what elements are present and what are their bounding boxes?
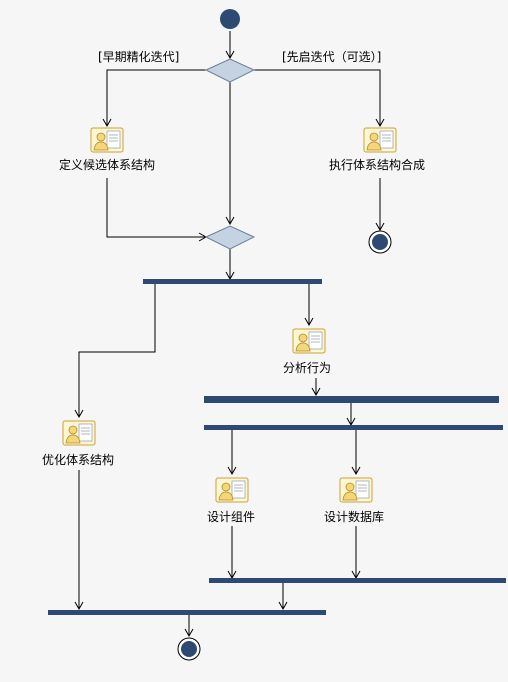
activity-label-components: 设计组件 — [207, 510, 255, 524]
guard-early-iteration: [早期精化迭代] — [98, 50, 179, 64]
activity-icon[interactable] — [62, 420, 96, 446]
activity-icon[interactable] — [292, 328, 326, 354]
edge-decision-to-define — [102, 69, 206, 128]
edge-decision-to-synthesis — [254, 69, 385, 128]
join-bar-analyze[interactable] — [204, 396, 499, 403]
decision-node[interactable] — [204, 58, 256, 83]
edge-fork-to-refine — [74, 284, 156, 419]
edge-define-to-merge — [106, 178, 208, 242]
activity-icon[interactable] — [90, 127, 124, 153]
fork-bar-1[interactable] — [143, 279, 322, 284]
activity-icon[interactable] — [363, 127, 397, 153]
activity-label-refine: 优化体系结构 — [42, 452, 114, 467]
edges — [74, 31, 385, 638]
initial-node[interactable] — [220, 9, 240, 29]
activity-label-analyze: 分析行为 — [283, 361, 331, 375]
activity-label-database: 设计数据库 — [324, 509, 384, 524]
final-node-synthesis[interactable] — [368, 230, 392, 254]
final-node-main[interactable] — [177, 637, 201, 661]
merge-node[interactable] — [204, 225, 256, 250]
activity-icon[interactable] — [215, 477, 249, 503]
fork-bar-2[interactable] — [204, 425, 503, 430]
join-bar-design[interactable] — [209, 578, 506, 583]
activity-label-define: 定义候选体系结构 — [59, 157, 155, 172]
activity-label-synthesis: 执行体系结构合成 — [329, 157, 425, 172]
guard-later-iteration: [先启迭代（可选）] — [282, 50, 381, 64]
activity-icon[interactable] — [339, 477, 373, 503]
join-bar-final[interactable] — [48, 610, 326, 615]
